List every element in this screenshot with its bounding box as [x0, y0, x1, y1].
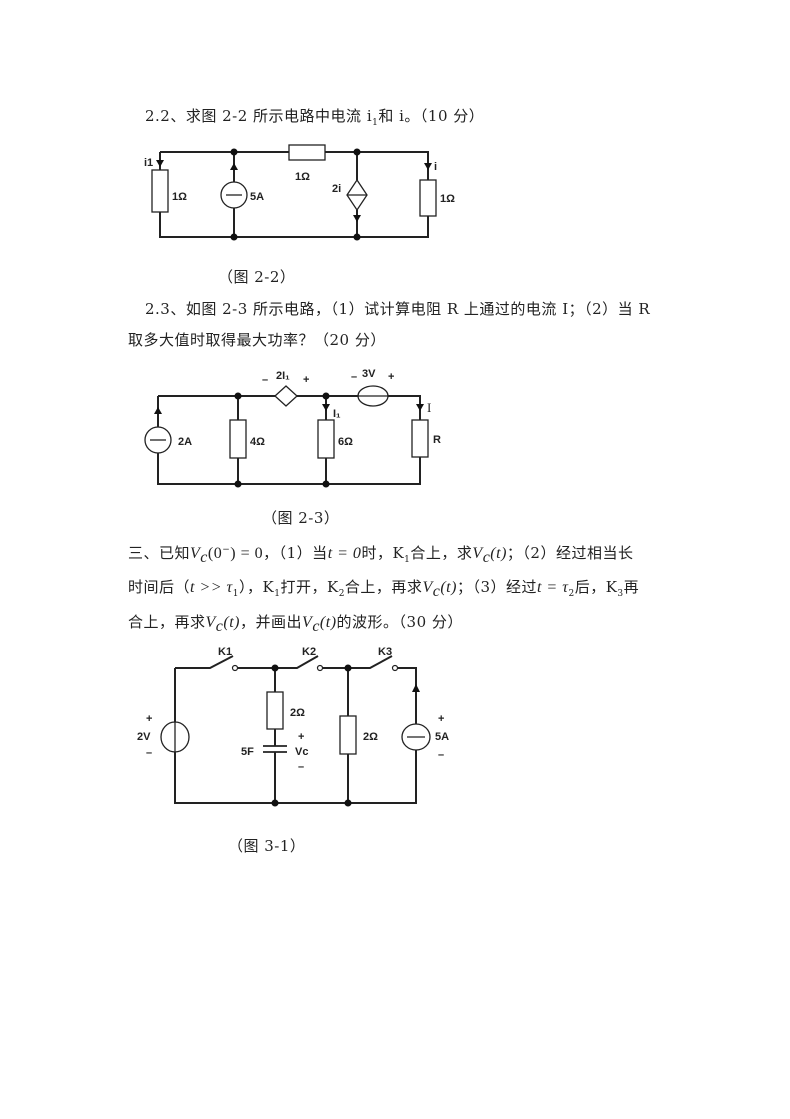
resistor-left: [151, 169, 169, 213]
q23-labels-v: 3V: [362, 368, 376, 380]
q3-math-vc: V: [190, 545, 201, 562]
q3-labels-vc: Vc: [295, 746, 308, 758]
q3-labels-plus_a: +: [438, 713, 444, 725]
q3-math-t0: t = 0: [327, 545, 362, 562]
q3-math-of_t: (t): [223, 614, 241, 631]
q23-labels-i1: I₁: [333, 408, 341, 420]
q23-labels-I: I: [427, 400, 431, 415]
label-r2: 1Ω: [295, 171, 310, 183]
label-5a: 5A: [250, 191, 264, 203]
figure-2-3-caption: （图 2-3）: [262, 509, 340, 527]
q22-sub: 1: [372, 118, 379, 128]
q3-math-c: c: [215, 618, 224, 635]
q3-math-one: 1: [232, 589, 240, 599]
q3-l2d: 合上，再求: [344, 578, 423, 596]
q3-labels-k1: K1: [218, 646, 232, 658]
q3-l2g: 再: [623, 578, 640, 596]
q3-labels-c: 5F: [241, 746, 254, 758]
q3-l2e: ；（3）经过: [456, 578, 537, 596]
label-r3: 1Ω: [440, 193, 455, 205]
q3-labels-a: 5A: [435, 731, 449, 743]
label-2i: 2i: [332, 183, 341, 195]
figure-3-1-caption: （图 3-1）: [228, 837, 306, 855]
q3-math-zero_minus: (0: [207, 545, 223, 562]
q3-math-two: 2: [568, 589, 575, 599]
q3-math-c: c: [312, 618, 320, 635]
q3-labels-plus_c: +: [298, 731, 304, 743]
q23-labels-minus2: –: [351, 371, 357, 383]
current-source-2a: [144, 426, 172, 454]
q3-labels-plus_v: +: [146, 713, 152, 725]
question-3-line1: 三、已知Vc(0−) = 0，（1）当t = 0时，K1合上，求Vc(t)；（2…: [128, 542, 633, 567]
q3-l2b: ），K: [239, 578, 275, 596]
q3-math-of_t: (t): [440, 579, 457, 596]
question-2-2-text: 2.2、求图 2-2 所示电路中电流 i1和 i。（10 分）: [145, 105, 484, 128]
q3-math-three: 3: [617, 589, 624, 599]
resistor-right: [419, 179, 437, 217]
q23-labels-r6: 6Ω: [338, 436, 353, 448]
q3-labels-minus_v: –: [146, 747, 152, 759]
q3-l2a: 时间后（: [128, 578, 191, 596]
q3-math-c: c: [482, 549, 491, 566]
q3-labels-r1: 2Ω: [290, 707, 305, 719]
resistor-top: [288, 144, 326, 161]
q3-math-one: 1: [404, 555, 411, 565]
dependent-voltage-source: [274, 385, 298, 407]
q3-math-vc: V: [205, 614, 216, 631]
q3-labels-minus_a: –: [438, 749, 444, 761]
q3-l3b: ，并画出: [240, 613, 303, 631]
q3-l1c: 时，K: [361, 544, 405, 562]
current-source-5a: [401, 723, 431, 751]
q3-math-eq0: ) = 0: [230, 545, 264, 562]
q3-labels-k2: K2: [302, 646, 316, 658]
question-2-3-line2: 取多大值时取得最大功率？（20 分）: [128, 331, 386, 349]
q3-labels-v: 2V: [137, 731, 151, 743]
label-i: i: [434, 161, 437, 173]
question-3-line3: 合上，再求Vc(t)，并画出Vc(t)的波形。（30 分）: [128, 611, 463, 636]
q3-l2f: 后，K: [574, 578, 618, 596]
question-3-line2: 时间后（t >> τ1），K1打开，K2合上，再求Vc(t)；（3）经过t = …: [128, 576, 639, 601]
q23-labels-plus1: +: [303, 374, 309, 386]
q3-math-two: 2: [338, 589, 345, 599]
q3-math-c: c: [200, 549, 208, 566]
q3-math-of_t: (t): [319, 614, 337, 631]
q22-suffix: 和 i。（10 分）: [378, 107, 485, 125]
q3-l1a: 三、已知: [128, 544, 191, 562]
q23-labels-plus2: +: [388, 371, 394, 383]
q22-prefix: 2.2、求图 2-2 所示电路中电流 i: [145, 107, 373, 125]
q3-labels-k3: K3: [378, 646, 392, 658]
q3-math-of_t: (t): [490, 545, 507, 562]
q3-l3c: 的波形。（30 分）: [336, 613, 463, 631]
q23-labels-src: 2A: [178, 436, 192, 448]
q3-math-one: 1: [274, 589, 281, 599]
q3-math-teq: t = τ: [536, 579, 569, 596]
label-r1: 1Ω: [172, 191, 187, 203]
q3-l1d: 合上，求: [410, 544, 473, 562]
q23-labels-dep: 2I₁: [276, 370, 290, 382]
q3-l1e: ；（2）经过相当长: [506, 544, 634, 562]
q3-labels-minus_c: –: [298, 761, 304, 773]
q3-math-vc: V: [422, 579, 433, 596]
label-i1: i1: [144, 157, 153, 169]
q3-l3a: 合上，再求: [128, 613, 206, 631]
current-source-5a: [220, 181, 248, 209]
q3-math-vc: V: [472, 545, 483, 562]
voltage-source-2v: [160, 721, 190, 753]
q23-labels-minus1: –: [262, 374, 268, 386]
q3-l2c: 打开，K: [280, 578, 339, 596]
q3-l1b: ，（1）当: [263, 544, 328, 562]
q3-math-sup_minus: −: [222, 545, 231, 555]
q3-labels-r2: 2Ω: [363, 731, 378, 743]
q23-labels-r4: 4Ω: [250, 436, 265, 448]
dependent-current-source: [346, 178, 368, 212]
q3-math-c: c: [432, 583, 441, 600]
figure-2-2-caption: （图 2-2）: [218, 268, 296, 286]
voltage-source-3v: [357, 385, 389, 407]
q3-math-vc: V: [302, 614, 313, 631]
question-2-3-line1: 2.3、如图 2-3 所示电路，（1）试计算电阻 R 上通过的电流 I；（2）当…: [145, 300, 651, 318]
q23-labels-R: R: [433, 434, 441, 446]
q3-math-tgg: t >> τ: [190, 579, 233, 596]
